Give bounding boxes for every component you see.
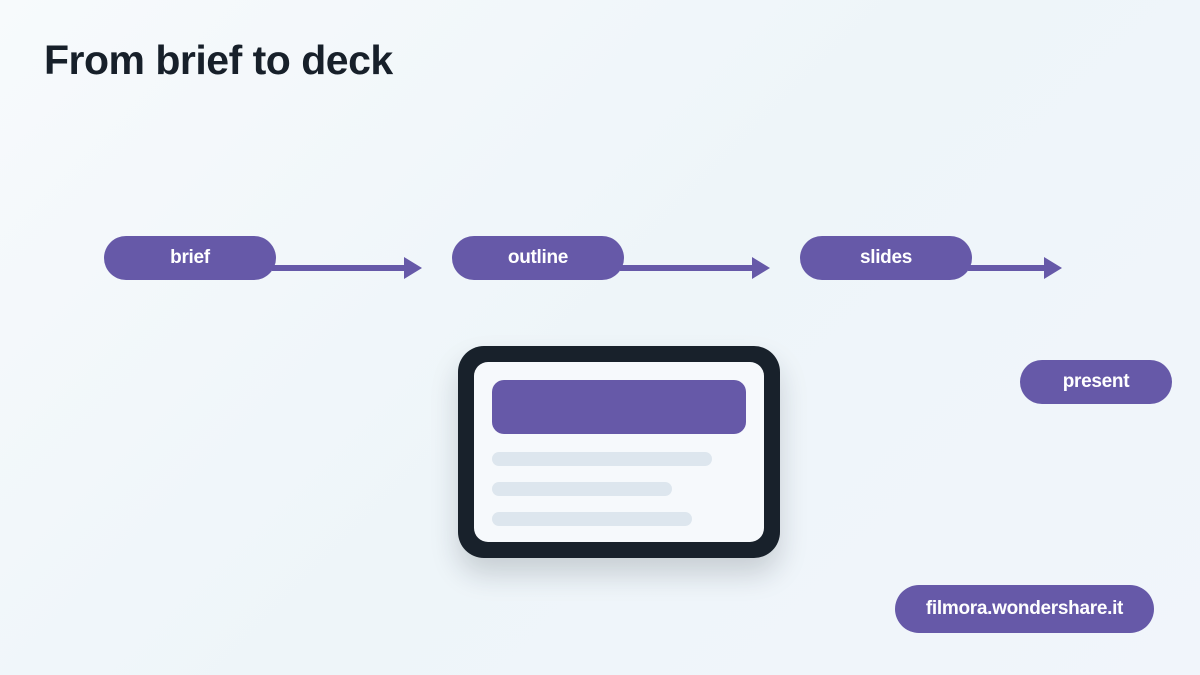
arrow-shaft [620, 265, 754, 271]
arrow-shaft [968, 265, 1046, 271]
step-brief: brief [104, 236, 276, 280]
slide-text-line [492, 512, 692, 526]
arrow-outline-to-slides [620, 257, 770, 279]
slide-text-line [492, 452, 712, 466]
arrow-shaft [272, 265, 406, 271]
step-outline: outline [452, 236, 624, 280]
arrow-head-icon [752, 257, 770, 279]
slide-header-block [492, 380, 746, 434]
source-badge: filmora.wondershare.it [895, 585, 1154, 633]
arrow-brief-to-outline [272, 257, 422, 279]
slide-screen [474, 362, 764, 542]
page-title: From brief to deck [44, 37, 393, 83]
arrow-head-icon [1044, 257, 1062, 279]
arrow-slides-to-present [968, 257, 1062, 279]
slide-deck-illustration [458, 346, 780, 558]
arrow-head-icon [404, 257, 422, 279]
step-slides: slides [800, 236, 972, 280]
step-present: present [1020, 360, 1172, 404]
slide-text-line [492, 482, 672, 496]
